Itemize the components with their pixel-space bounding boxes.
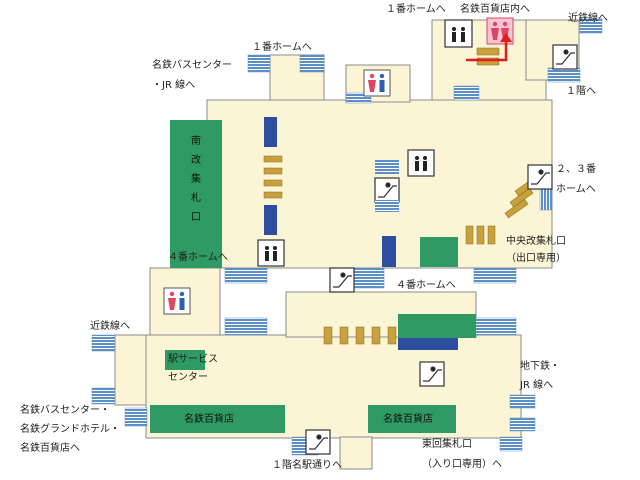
- label-entry-only: （入り口専用）へ: [422, 459, 502, 470]
- label-exit-only: （出口専用）: [506, 253, 566, 264]
- label-bus-center-left: 名鉄バスセンター・: [20, 405, 110, 416]
- elevator-icon: [407, 149, 435, 177]
- benches: [263, 47, 539, 345]
- ticket-gates: [150, 120, 476, 433]
- label-service-center-2: センター: [168, 372, 208, 383]
- elevator-icon: [444, 19, 473, 48]
- label-first-floor: １階へ: [566, 86, 596, 97]
- label-kintetsu-left: 近鉄線へ: [90, 321, 130, 332]
- route-arrow: [466, 33, 512, 62]
- label-south-gate: 南改集札口: [191, 136, 201, 223]
- elevator-icon: [257, 239, 285, 267]
- label-grand-hotel: 名鉄グランドホテル・: [20, 424, 120, 435]
- label-jr-line-right: JR 線へ: [520, 380, 554, 391]
- label-service-center: 駅サービス: [168, 354, 218, 365]
- label-dept-store-inside: 名鉄百貨店内へ: [460, 4, 530, 15]
- pillars: [264, 117, 458, 350]
- label-central-gate: 中央改集札口: [506, 236, 566, 247]
- label-platform-2-3: ２、３番: [556, 164, 596, 175]
- escalator-icon: [305, 44, 578, 455]
- label-dept-store-right: 名鉄百貨店: [383, 414, 433, 425]
- label-meieki-street: １階名駅通りへ: [272, 460, 342, 471]
- label-east-gate: 東回集札口: [422, 439, 472, 450]
- stairs: [91, 17, 603, 456]
- label-platform-4-left: ４番ホームへ: [168, 252, 228, 263]
- label-platform-4-mid: ４番ホームへ: [396, 280, 456, 291]
- label-bus-center: 名鉄バスセンター: [152, 60, 232, 71]
- label-dept-store-left-to: 名鉄百貨店へ: [20, 443, 80, 454]
- label-platform-2-3-to: ホームへ: [556, 184, 596, 195]
- label-subway: 地下鉄・: [520, 361, 560, 372]
- restroom-icon: [363, 69, 391, 97]
- escalator-bank: [375, 160, 399, 212]
- label-kintetsu-top: 近鉄線へ: [568, 13, 608, 24]
- label-dept-store-left: 名鉄百貨店: [184, 414, 234, 425]
- label-platform-1-top: １番ホームへ: [386, 4, 446, 15]
- restroom-icon: [163, 287, 191, 315]
- label-jr-line: ・JR 線へ: [152, 80, 196, 91]
- label-platform-1-mid: １番ホームへ: [252, 42, 312, 53]
